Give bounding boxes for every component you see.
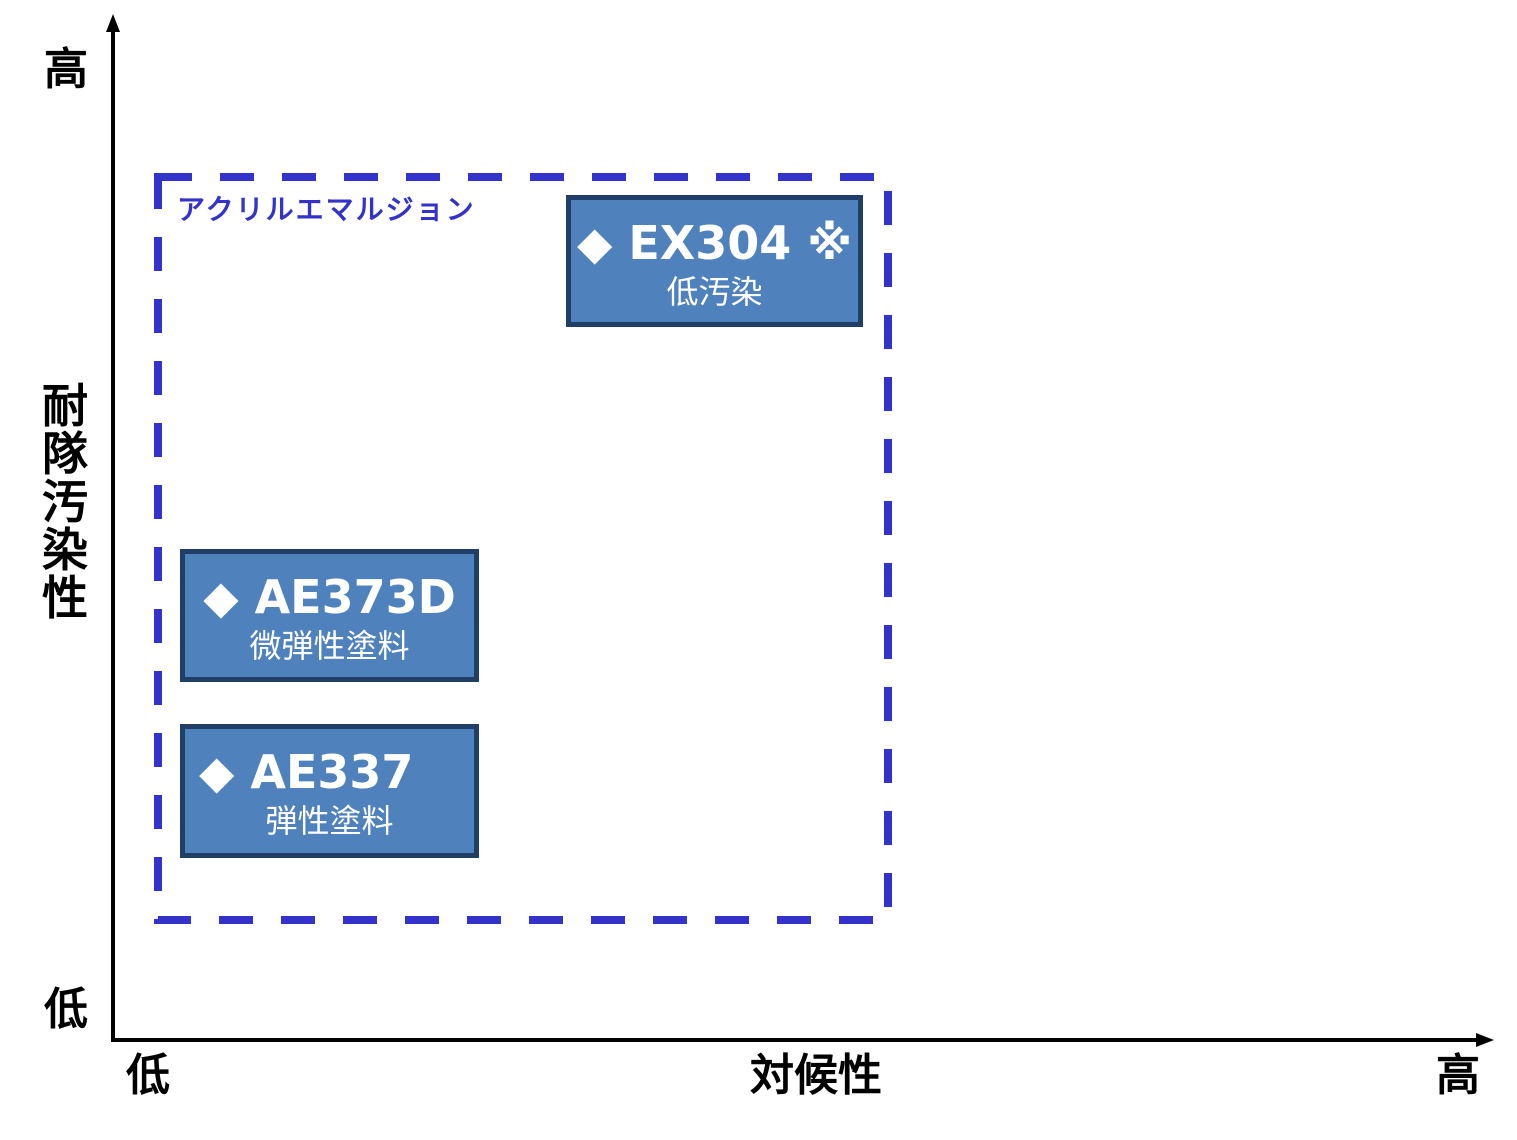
product-name: ◆ AE337 (199, 745, 414, 799)
product-desc: 弾性塗料 (265, 802, 394, 840)
product-desc: 低汚染 (666, 273, 763, 311)
y-axis-high-label: 高 (44, 44, 88, 95)
product-desc: 微弾性塗料 (249, 627, 410, 665)
x-axis-high-label: 高 (1436, 1050, 1480, 1101)
y-axis-low-label: 低 (44, 984, 88, 1035)
x-axis-arrowhead (1476, 1033, 1494, 1047)
group-dashed-border (154, 173, 892, 924)
y-axis-arrowhead (106, 14, 120, 32)
product-box-ae373d: ◆ AE373D 微弾性塗料 (180, 549, 479, 682)
product-box-ae337: ◆ AE337 弾性塗料 (180, 724, 479, 858)
group-label: アクリルエマルジョン (177, 193, 476, 226)
product-name: ◆ AE373D (203, 570, 456, 624)
product-box-ex304: ◆ EX304 ※ 低汚染 (566, 195, 863, 327)
x-axis-low-label: 低 (126, 1050, 170, 1101)
product-name: ◆ EX304 ※ (576, 216, 853, 270)
x-axis-title: 対候性 (750, 1050, 882, 1101)
y-axis-title: 耐隊汚染性 (42, 379, 88, 625)
